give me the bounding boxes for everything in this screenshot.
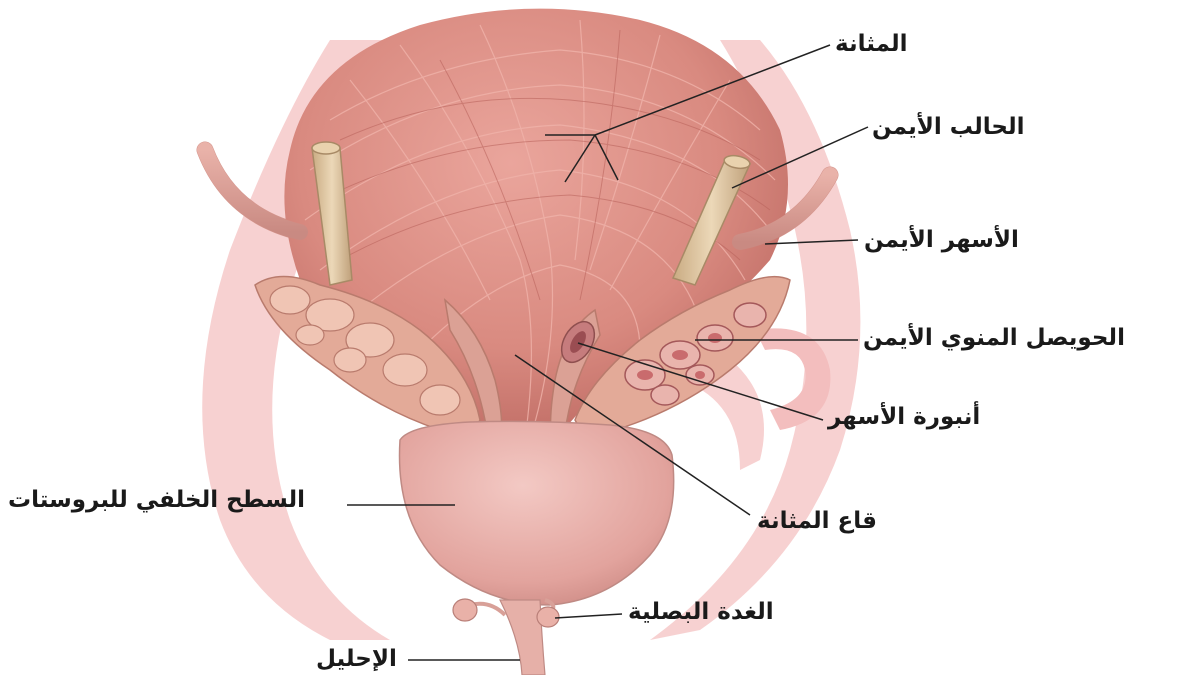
label-bulbourethral-gland: الغدة البصلية — [628, 601, 774, 624]
label-posterior-prostate-surface: السطح الخلفي للبروستات — [8, 489, 305, 512]
prostate — [400, 421, 674, 605]
label-urethra: الإحليل — [316, 648, 397, 671]
label-right-ureter: الحالب الأيمن — [872, 116, 1025, 139]
label-bladder: المثانة — [835, 33, 908, 56]
label-right-seminal-vesicle: الحويصل المنوي الأيمن — [863, 327, 1125, 350]
label-right-vas-deferens: الأسهر الأيمن — [864, 229, 1019, 252]
label-ampulla-of-vas: أنبورة الأسهر — [828, 406, 980, 429]
label-bladder-fundus: قاع المثانة — [757, 510, 877, 533]
